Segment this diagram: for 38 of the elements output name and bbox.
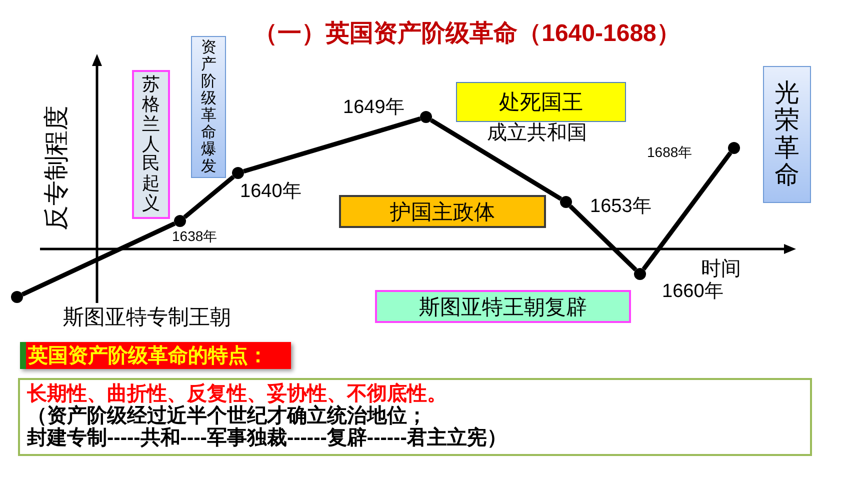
year-label: 1638年 [172, 228, 218, 244]
year-label: 1640年 [240, 181, 302, 203]
year-label: 1688年 [647, 144, 692, 160]
data-point [174, 215, 186, 227]
graph-line [642, 151, 732, 271]
axis-label: 反专制程度 [42, 106, 72, 230]
event-note: 成立共和国 [487, 122, 587, 145]
event-box [191, 36, 226, 178]
event-text: 苏格兰人民起义 [142, 75, 160, 214]
data-point [232, 167, 244, 179]
event-box [132, 70, 170, 219]
data-point [728, 142, 740, 154]
axis-label: 时间 [701, 258, 741, 281]
year-label: 1660年 [662, 281, 724, 303]
event-text: 光荣革命 [774, 80, 800, 190]
year-label: 1649年 [343, 97, 404, 119]
title: （一）英国资产阶级革命（1640-1688） [254, 20, 680, 49]
event-box: 斯图亚特王朝复辟 [375, 290, 631, 323]
event-text: 资产阶级革命爆发 [200, 38, 216, 176]
graph-line [430, 118, 562, 201]
period-label: 斯图亚特专制王朝 [63, 306, 231, 330]
heading-banner: 英国资产阶级革命的特点： [20, 342, 291, 369]
data-point [420, 111, 432, 123]
graph-line [22, 222, 176, 296]
data-point [11, 291, 23, 303]
graph-line [568, 204, 638, 272]
data-point [560, 196, 572, 208]
summary-text: 长期性、曲折性、反复性、妥协性、不彻底性。 [27, 383, 447, 405]
graph-line [183, 175, 235, 219]
graph-line [243, 116, 421, 174]
data-point [634, 268, 646, 280]
summary-box [18, 378, 812, 456]
summary-note: （资产阶级经过近半个世纪才确立统治地位； [27, 405, 427, 427]
event-box: 护国主政体 [339, 195, 546, 228]
event-box [763, 66, 811, 203]
summary-note: 封建专制-----共和----军事独裁------复辟------君主立宪） [27, 427, 507, 449]
event-box: 处死国王 [456, 82, 626, 122]
year-label: 1653年 [590, 196, 652, 218]
